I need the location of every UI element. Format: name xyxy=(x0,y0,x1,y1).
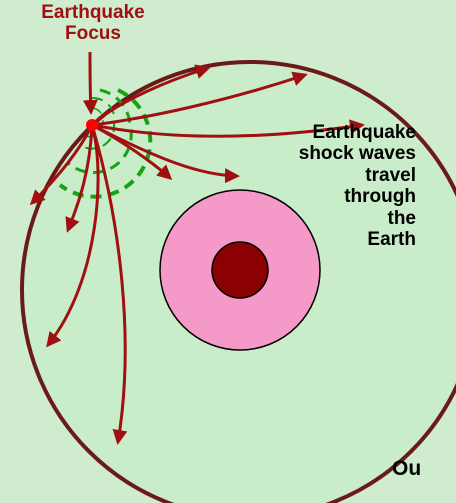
wave-paths xyxy=(29,51,365,445)
waves-label-line-4: through xyxy=(344,186,416,208)
cut-off-label: Ou xyxy=(392,458,421,479)
wave-path-5 xyxy=(91,123,173,181)
cut-off-label-text: Ou xyxy=(392,457,422,480)
wave-path-8 xyxy=(46,124,100,348)
wave-path-1 xyxy=(91,64,211,127)
wave-front-3 xyxy=(58,88,153,199)
wave-path-3 xyxy=(91,119,365,138)
wave-front-1 xyxy=(79,96,116,150)
focus-point xyxy=(86,119,98,131)
wave-path-6 xyxy=(29,124,94,206)
inner-core xyxy=(211,241,269,299)
waves-label-line-2: shock waves xyxy=(298,143,416,165)
wave-path-7 xyxy=(65,124,94,233)
waves-label-line-6: Earth xyxy=(367,229,416,251)
waves-label-line-3: travel xyxy=(365,164,416,186)
wave-path-2 xyxy=(91,71,308,127)
shock-waves-label: Earthquake shock waves travel through th… xyxy=(206,122,416,250)
waves-label-line-5: the xyxy=(387,207,417,229)
focus-label: Earthquake Focus xyxy=(38,2,148,44)
focus-label-line-1: Earthquake xyxy=(41,2,145,23)
wave-front-2 xyxy=(67,88,133,175)
waves-label-line-1: Earthquake xyxy=(312,122,416,143)
focus-label-line-2: Focus xyxy=(65,23,121,44)
wave-path-9 xyxy=(90,124,128,445)
focus-pointer-arrow xyxy=(82,51,98,115)
